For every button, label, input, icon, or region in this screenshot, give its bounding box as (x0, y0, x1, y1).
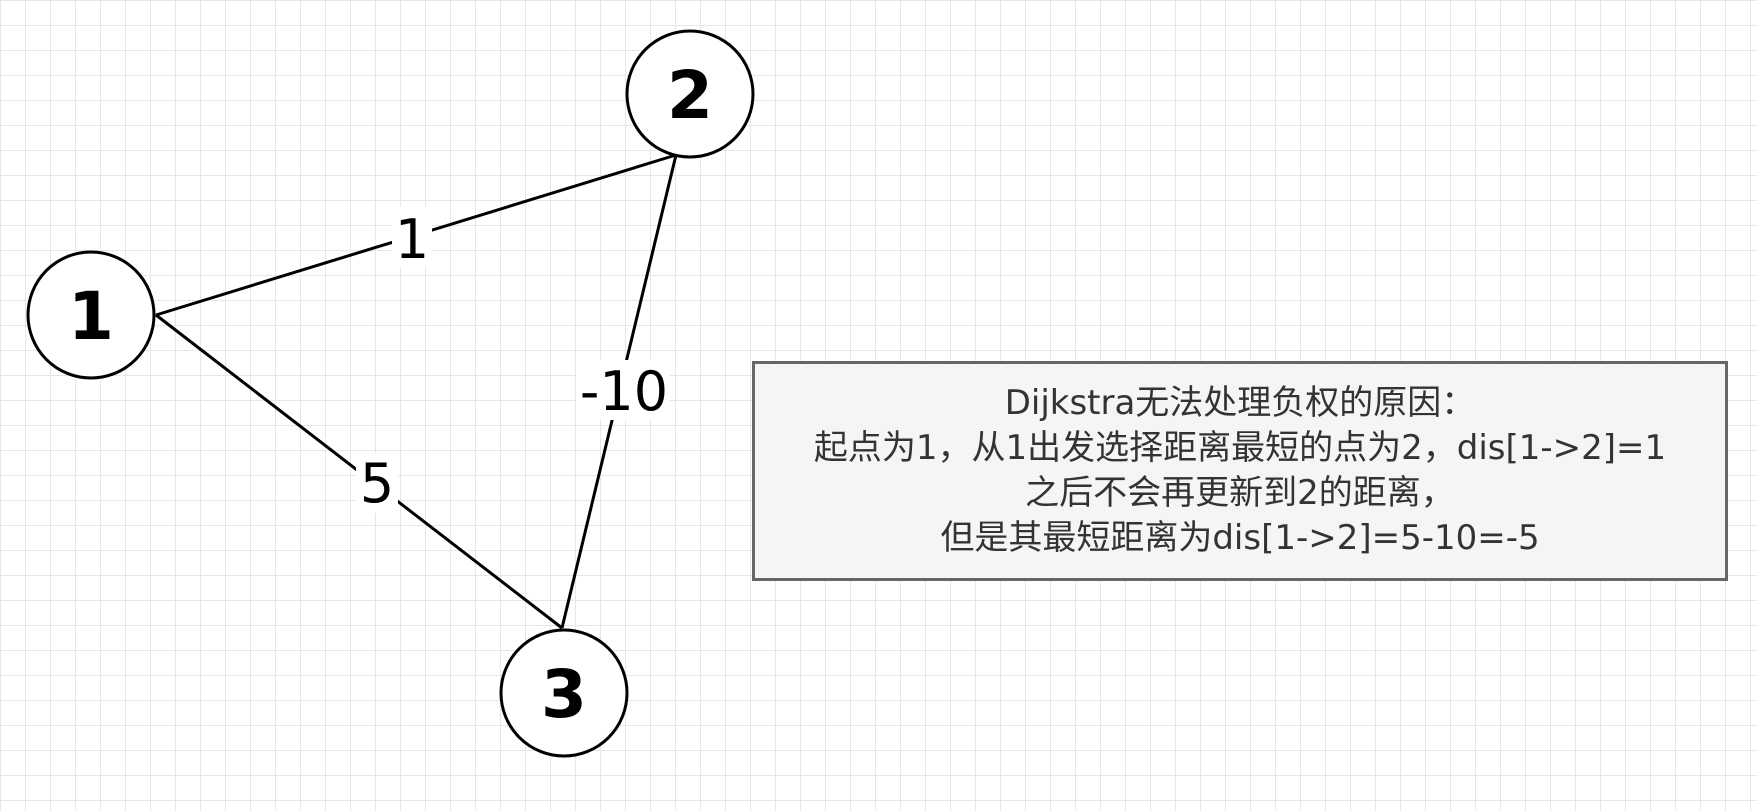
edge-weight-1-2: 1 (395, 208, 429, 271)
edge-label-2-3: -10 (576, 360, 670, 423)
note-line-3: 之后不会再更新到2的距离， (1025, 473, 1455, 513)
note-title: Dijkstra无法处理负权的原因： (1004, 383, 1476, 423)
node-label-3: 3 (541, 656, 587, 733)
note-line-4: 但是其最短距离为dis[1->2]=5-10=-5 (940, 518, 1540, 558)
node-label-2: 2 (667, 57, 713, 134)
node-2[interactable]: 2 (625, 29, 755, 159)
edge-weight-1-3: 5 (360, 452, 394, 515)
edge-weight-2-3: -10 (580, 360, 668, 423)
node-1[interactable]: 1 (26, 250, 156, 380)
edge-label-1-3: 5 (356, 452, 398, 515)
node-label-1: 1 (68, 278, 114, 355)
node-3[interactable]: 3 (499, 628, 629, 758)
explanation-note[interactable]: Dijkstra无法处理负权的原因： 起点为1，从1出发选择距离最短的点为2，d… (752, 361, 1728, 581)
note-line-2: 起点为1，从1出发选择距离最短的点为2，dis[1->2]=1 (813, 428, 1667, 468)
edge-label-1-2: 1 (392, 207, 432, 271)
